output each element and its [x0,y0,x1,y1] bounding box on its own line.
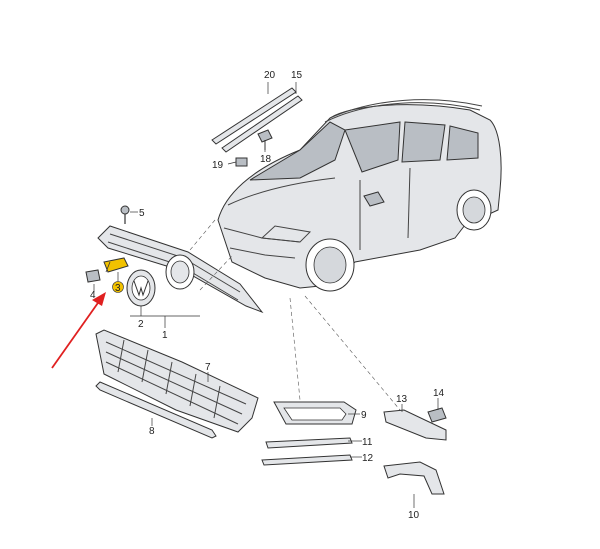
callout-15: 15 [291,70,303,81]
callout-19: 19 [212,160,224,171]
clip-part-4 [85,269,101,283]
callout-9: 9 [361,410,367,421]
red-pointer-arrow [51,292,106,369]
screw-part [120,205,130,224]
roof-trim-strips [211,87,303,153]
callout-labels: 20 15 18 19 5 4 3 2 1 7 8 9 11 12 13 14 … [90,70,445,521]
callout-11: 11 [362,437,373,448]
callout-12: 12 [362,453,374,464]
upper-grille [97,225,264,314]
callout-4: 4 [90,290,96,301]
callout-14: 14 [433,388,445,399]
callout-1: 1 [162,330,168,341]
callout-5: 5 [139,208,145,219]
bracket-part-highlighted [103,257,129,273]
leader-lines [93,82,439,508]
callout-3: 3 [115,283,121,294]
callout-8: 8 [149,426,155,437]
callout-7: 7 [205,362,211,373]
callout-10: 10 [408,510,420,521]
vw-badge [126,269,156,307]
callout-13: 13 [396,394,408,405]
clip-part-14 [427,407,447,423]
fog-light-frame [273,401,357,425]
callout-3-highlight [112,281,124,293]
callout-18: 18 [260,154,272,165]
callout-20: 20 [264,70,276,81]
projection-lines [189,219,401,411]
lower-grille [95,329,259,433]
car-illustration [217,99,502,292]
callout-2: 2 [138,319,144,330]
chrome-strips [261,437,353,466]
lower-trim-strip [95,381,217,439]
corner-trim-10 [383,461,445,495]
corner-trim-13 [383,409,447,441]
